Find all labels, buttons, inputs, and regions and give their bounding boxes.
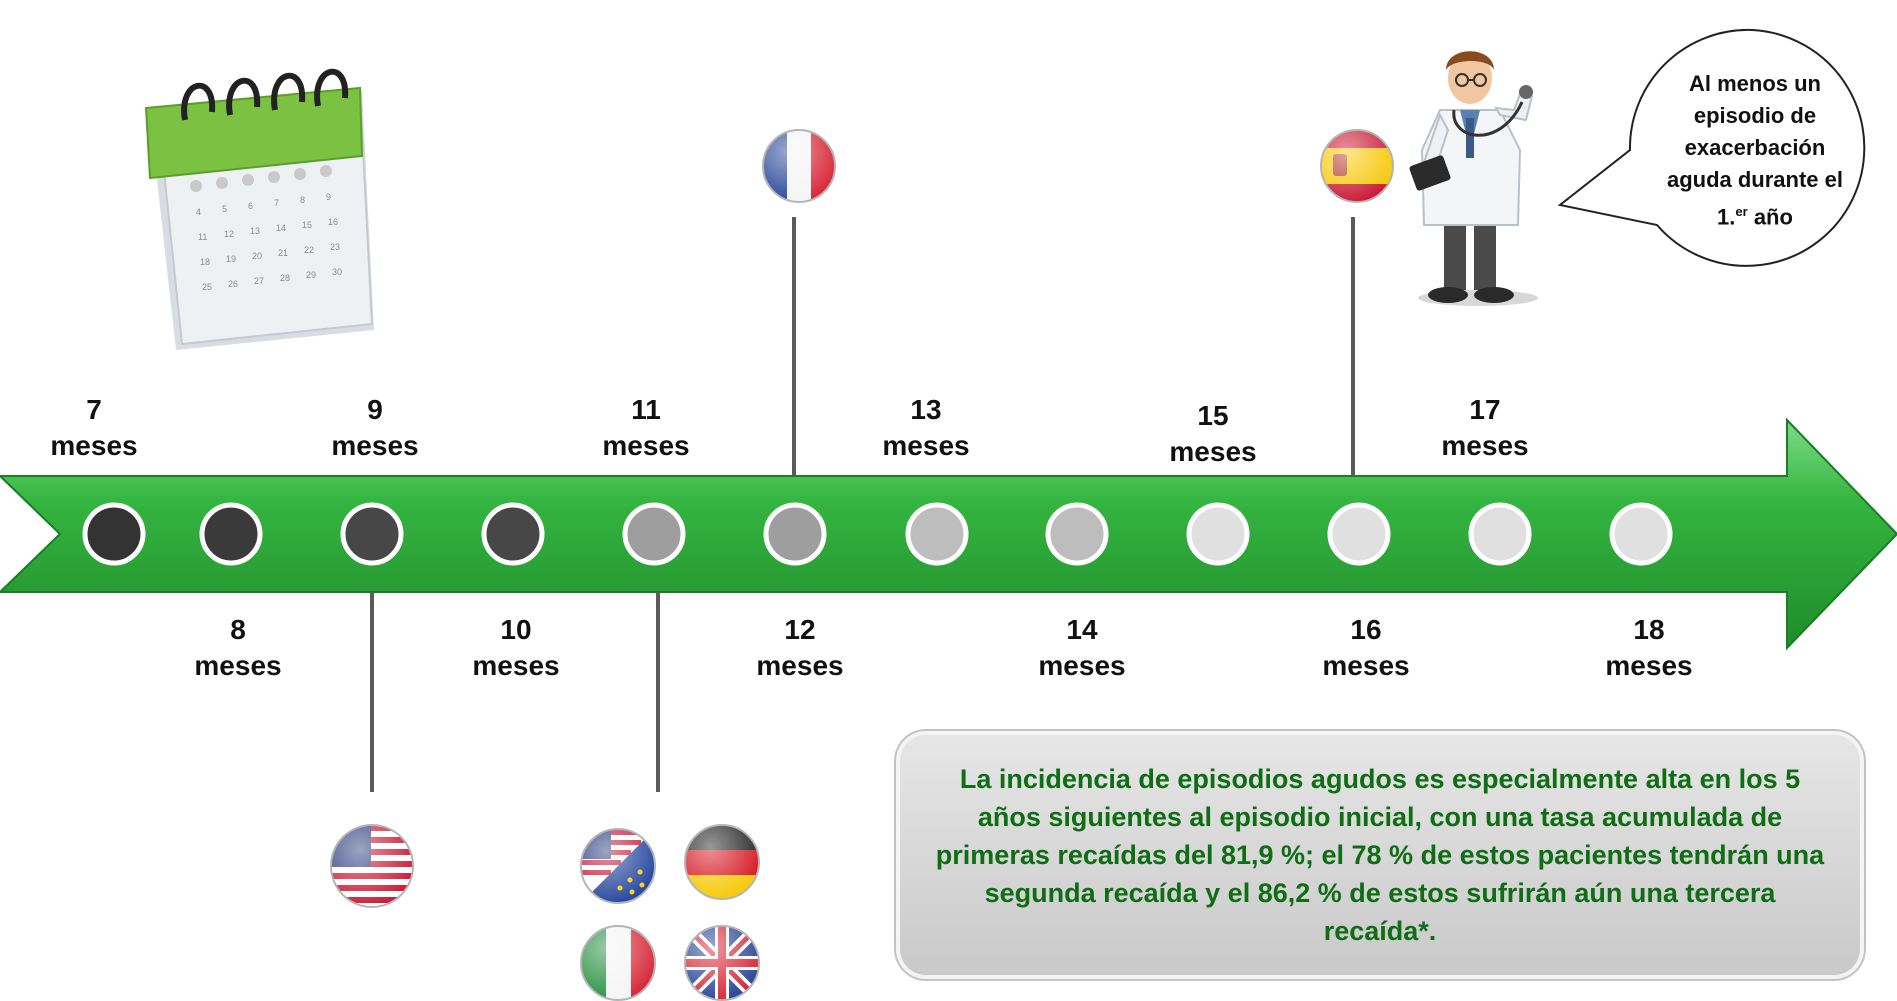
month-dot-8	[199, 502, 263, 566]
incidence-note-box: La incidencia de episodios agudos es esp…	[900, 735, 1860, 975]
speech-bubble	[1557, 28, 1866, 267]
doctor-illustration	[1409, 51, 1538, 306]
svg-text:20: 20	[252, 251, 262, 261]
svg-text:5: 5	[222, 204, 227, 214]
month-dot-16	[1327, 502, 1391, 566]
month-dot-12	[763, 502, 827, 566]
svg-text:12: 12	[224, 229, 234, 239]
spain-flag	[1321, 130, 1393, 202]
uk-flag	[685, 926, 759, 1000]
svg-text:4: 4	[196, 207, 201, 217]
svg-text:23: 23	[330, 242, 340, 252]
svg-text:21: 21	[278, 248, 288, 258]
svg-text:7: 7	[274, 198, 279, 208]
svg-text:26: 26	[228, 279, 238, 289]
svg-text:28: 28	[280, 273, 290, 283]
svg-text:29: 29	[306, 270, 316, 280]
svg-text:15: 15	[302, 220, 312, 230]
svg-text:13: 13	[250, 226, 260, 236]
svg-text:8: 8	[300, 195, 305, 205]
svg-text:22: 22	[304, 245, 314, 255]
month-dot-14	[1045, 502, 1109, 566]
calendar-icon: 4 5 6 7 8 9 11 12 13 14 15 16 18 19 20 21 22 23 25 26…	[144, 68, 374, 350]
speech-bubble-text: Al menos un episodio de exacerbación agu…	[1666, 71, 1844, 230]
month-dot-15	[1186, 502, 1250, 566]
month-dot-18	[1609, 502, 1673, 566]
germany-flag	[685, 825, 759, 899]
svg-text:14: 14	[276, 223, 286, 233]
svg-text:16: 16	[328, 217, 338, 227]
svg-text:30: 30	[332, 267, 342, 277]
month-dot-13	[905, 502, 969, 566]
svg-text:9: 9	[326, 192, 331, 202]
svg-text:19: 19	[226, 254, 236, 264]
month-dot-10	[481, 502, 545, 566]
svg-text:27: 27	[254, 276, 264, 286]
svg-text:18: 18	[200, 257, 210, 267]
month-dot-9	[340, 502, 404, 566]
svg-text:25: 25	[202, 282, 212, 292]
month-dot-11	[622, 502, 686, 566]
month-dot-7	[82, 502, 146, 566]
incidence-note-text: La incidencia de episodios agudos es esp…	[935, 764, 1825, 946]
svg-text:11: 11	[198, 232, 207, 242]
month-dot-17	[1468, 502, 1532, 566]
france-flag	[763, 130, 835, 202]
svg-text:6: 6	[248, 201, 253, 211]
